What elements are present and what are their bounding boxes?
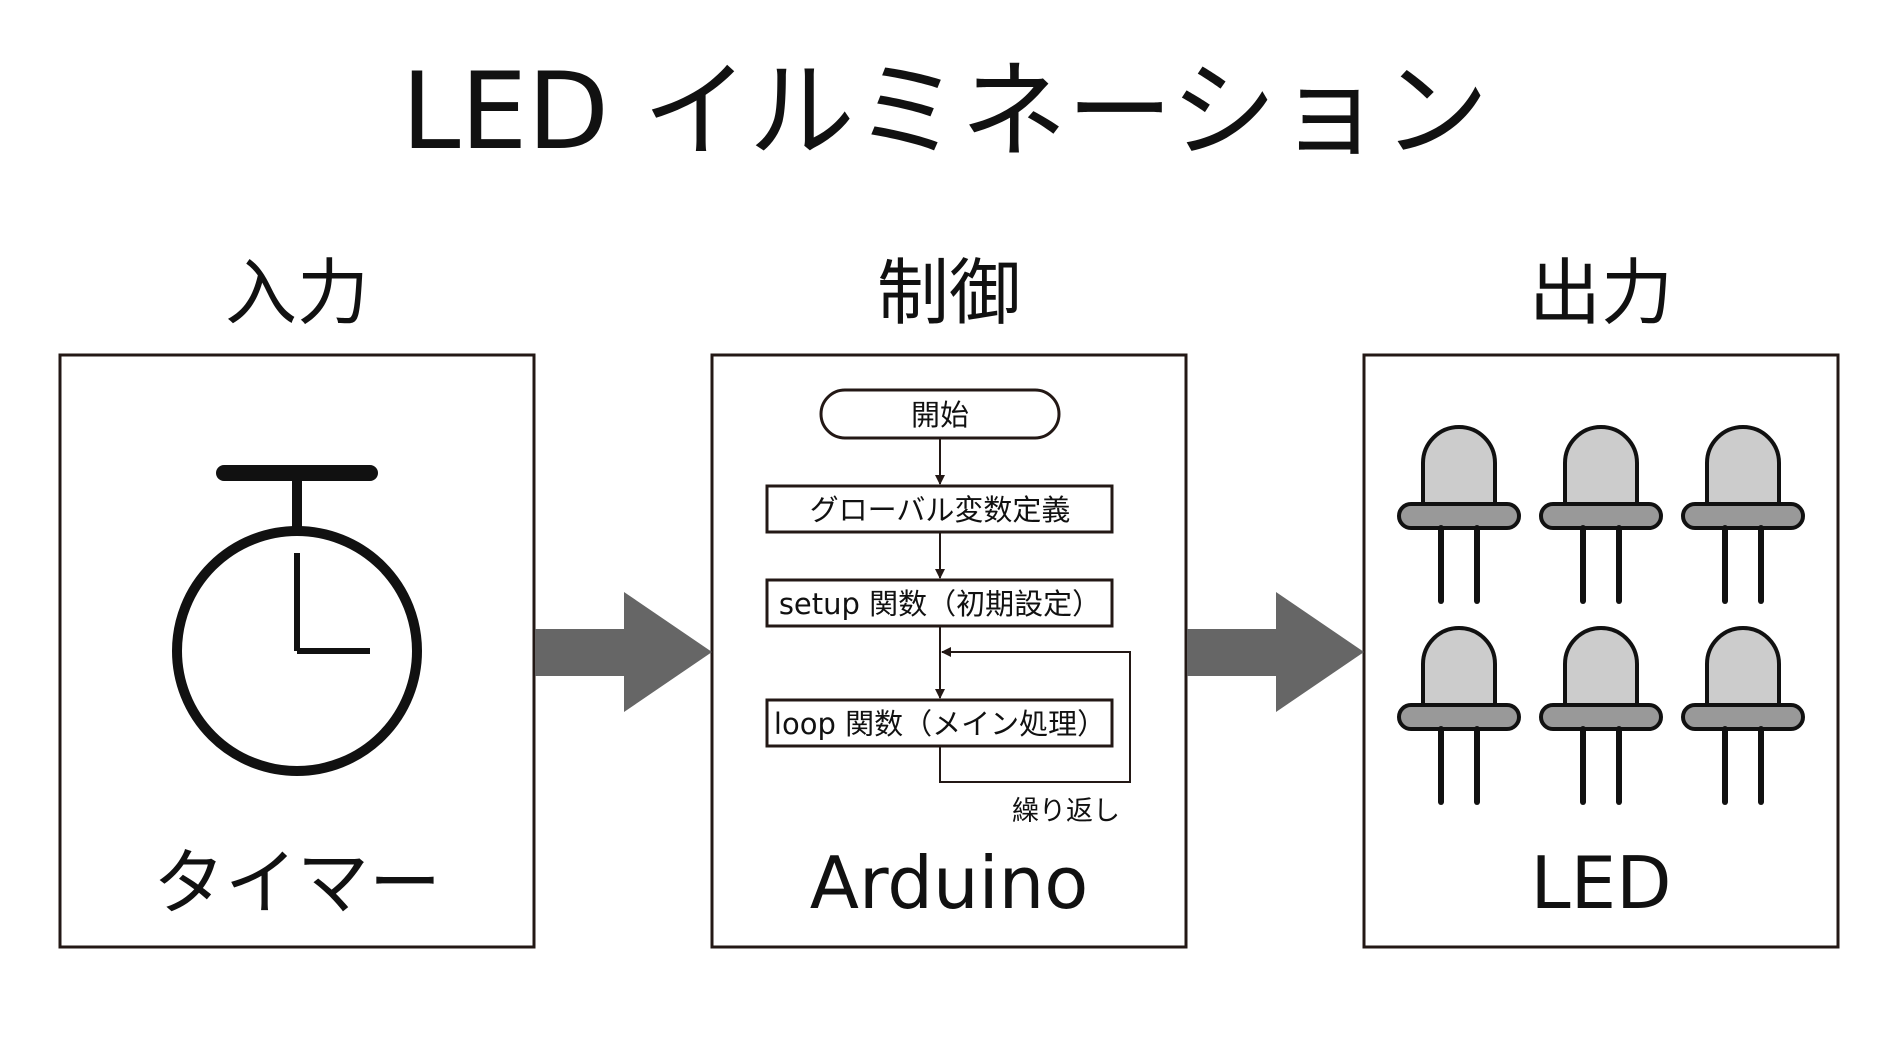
input-label: タイマー	[153, 841, 441, 925]
output-label: LED	[1530, 841, 1671, 925]
loop-label: 繰り返し	[1012, 796, 1120, 827]
control-to-output-arrow	[1187, 592, 1364, 712]
flowchart-start-label: 開始	[911, 398, 969, 432]
input-heading: 入力	[225, 251, 369, 335]
control-heading: 制御	[877, 251, 1021, 335]
input-to-control-arrow	[535, 592, 712, 712]
diagram-title: LED イルミネーション	[401, 50, 1488, 173]
output-heading: 出力	[1529, 251, 1673, 335]
stopwatch-icon	[172, 465, 422, 776]
flowchart-step-3-label: loop 関数（メイン処理）	[774, 707, 1106, 741]
flowchart-step-2-label: setup 関数（初期設定）	[779, 587, 1101, 621]
flowchart-step-3	[765, 698, 1114, 748]
flowchart-step-1-label: グローバル変数定義	[810, 493, 1071, 527]
flowchart: 開始 グローバル変数定義 setup 関数（初期設定） loop 関数（メイン処…	[765, 388, 1131, 827]
control-label: Arduino	[810, 841, 1089, 925]
loop-back-arrow	[939, 647, 1131, 783]
